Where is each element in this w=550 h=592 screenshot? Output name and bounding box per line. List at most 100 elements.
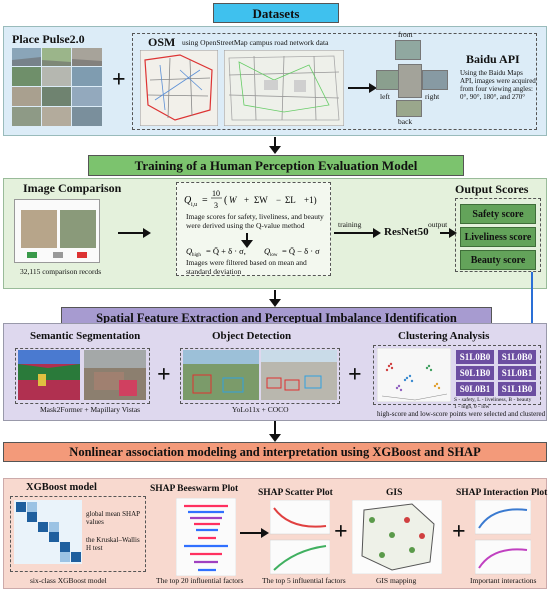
baidu-description: Using the Baidu Maps API, images were ac… bbox=[460, 69, 536, 102]
view-right-image bbox=[422, 70, 448, 90]
segmentation-box bbox=[15, 348, 150, 404]
arrow-training bbox=[334, 228, 381, 238]
arrow-output bbox=[440, 228, 457, 238]
svg-text:Q: Q bbox=[184, 195, 192, 206]
cluster-legend-line2: 1 - high, 0 - low bbox=[454, 404, 490, 410]
svg-text:ΣL: ΣL bbox=[285, 195, 296, 205]
svg-text:= Q̄ + δ · σ,: = Q̄ + δ · σ, bbox=[206, 246, 246, 256]
resnet-label: ResNet50 bbox=[384, 226, 429, 238]
plus-sign: + bbox=[112, 67, 126, 93]
q-value-description: Image scores for safety, liveliness, and… bbox=[186, 212, 324, 230]
detection-image-right bbox=[261, 350, 337, 400]
beeswarm-plot bbox=[176, 498, 236, 576]
training-label: training bbox=[338, 220, 362, 229]
detection-image-left bbox=[183, 350, 259, 400]
svg-text:(: ( bbox=[224, 195, 228, 206]
cluster-code: S1L0B1 bbox=[498, 366, 536, 380]
osm-title: OSM bbox=[148, 35, 176, 49]
image-comparison-title: Image Comparison bbox=[23, 181, 122, 195]
safety-score: Safety score bbox=[460, 204, 536, 224]
object-detection-title: Object Detection bbox=[212, 330, 292, 342]
xgb-banner: Nonlinear association modeling and inter… bbox=[3, 442, 547, 462]
arrow-comparison-to-formula bbox=[118, 228, 151, 238]
cluster-code: S1L1B0 bbox=[498, 382, 536, 396]
beeswarm-caption: The top 20 influential factors bbox=[156, 576, 244, 585]
detection-caption: YoLo11x + COCO bbox=[232, 405, 289, 414]
svg-text:ΣW: ΣW bbox=[254, 195, 268, 205]
svg-text:=: = bbox=[202, 195, 208, 206]
segmentation-image-left bbox=[18, 350, 80, 400]
right-choice-button[interactable] bbox=[77, 252, 87, 258]
interaction-title: SHAP Interaction Plot bbox=[456, 488, 548, 498]
osm-map-left bbox=[140, 50, 218, 126]
place-pulse-title: Place Pulse2.0 bbox=[12, 32, 85, 46]
svg-text:−: − bbox=[276, 195, 281, 205]
arrow-training-to-spatial bbox=[269, 290, 281, 307]
output-scores-box bbox=[455, 198, 541, 272]
arrow-q-to-filter bbox=[241, 233, 253, 248]
scatter-caption: The top 5 influential factors bbox=[262, 576, 346, 585]
comparison-records: 32,115 comparison records bbox=[20, 267, 102, 276]
q-value-formula: Q i,u = 10 3 ( W + ΣW − ΣL +1) bbox=[184, 189, 317, 210]
arrow-datasets-to-training bbox=[269, 137, 281, 154]
scatter-title: SHAP Scatter Plot bbox=[258, 488, 333, 498]
svg-text:high: high bbox=[192, 253, 201, 258]
plus-sign: + bbox=[157, 362, 171, 388]
xgboost-caption: six-class XGBoost model bbox=[30, 576, 107, 585]
arrow-beeswarm-to-scatter bbox=[240, 528, 269, 538]
cluster-legend-line1: S - safety, L - liveliness, B - beauty bbox=[454, 397, 532, 403]
plus-sign: + bbox=[452, 519, 466, 545]
view-back-image bbox=[396, 100, 422, 117]
view-center-image bbox=[398, 64, 422, 98]
arrow-spatial-to-xgb bbox=[269, 421, 281, 442]
svg-text:3: 3 bbox=[214, 201, 218, 210]
comparison-image-left bbox=[21, 210, 57, 248]
svg-text:low: low bbox=[270, 253, 278, 258]
clustering-3d-scatter bbox=[377, 348, 451, 402]
detection-box bbox=[180, 348, 340, 404]
comparison-image-right bbox=[60, 210, 96, 248]
place-pulse-photos bbox=[12, 48, 102, 126]
left-choice-button[interactable] bbox=[27, 252, 37, 258]
confusion-matrix bbox=[14, 500, 82, 564]
plus-sign: + bbox=[334, 519, 348, 545]
cluster-code: S0L0B1 bbox=[456, 382, 494, 396]
gis-map bbox=[352, 500, 442, 574]
qvalue-box bbox=[176, 182, 331, 276]
svg-text:Q: Q bbox=[186, 246, 192, 256]
shap-scatter-plot bbox=[270, 500, 330, 575]
cluster-code: S1L0B0 bbox=[498, 350, 536, 364]
training-banner: Training of a Human Perception Evaluatio… bbox=[88, 155, 464, 176]
view-front-image bbox=[395, 40, 421, 60]
output-scores-title: Output Scores bbox=[455, 182, 529, 196]
xgboost-model-title: XGBoost model bbox=[26, 482, 97, 493]
svg-text:+1): +1) bbox=[304, 195, 317, 205]
view-left-image bbox=[376, 70, 400, 90]
shap-values-label: global mean SHAP values bbox=[86, 510, 140, 527]
clustering-title: Clustering Analysis bbox=[398, 330, 490, 342]
semantic-segmentation-title: Semantic Segmentation bbox=[30, 330, 141, 342]
clustering-caption: high-score and low-score points were sel… bbox=[377, 410, 546, 418]
svg-text:Q: Q bbox=[264, 246, 270, 256]
equal-choice-button[interactable] bbox=[53, 252, 63, 258]
beeswarm-title: SHAP Beeswarm Plot bbox=[150, 484, 239, 494]
view-right-label: right bbox=[425, 92, 440, 101]
arrow-osm-to-views bbox=[348, 83, 377, 93]
gis-title: GIS bbox=[386, 488, 403, 498]
comparison-ui-mock bbox=[14, 199, 100, 263]
gis-caption: GIS mapping bbox=[376, 576, 417, 585]
view-front-label: front bbox=[398, 30, 413, 39]
svg-text:i,u: i,u bbox=[191, 202, 197, 208]
cluster-code: S0L1B0 bbox=[456, 366, 494, 380]
view-back-label: back bbox=[398, 117, 413, 126]
svg-text:= Q̄ − δ · σ: = Q̄ − δ · σ bbox=[282, 246, 320, 256]
kruskal-label: the Kruskal–Wallis H test bbox=[86, 536, 140, 553]
svg-text:W: W bbox=[229, 195, 238, 205]
svg-text:10: 10 bbox=[212, 189, 220, 198]
place-pulse-grid bbox=[12, 48, 102, 126]
baidu-title: Baidu API bbox=[466, 52, 520, 66]
shap-interaction-plot bbox=[475, 500, 531, 575]
interaction-caption: Important interactions bbox=[470, 576, 537, 585]
osm-map-right bbox=[224, 50, 344, 126]
segmentation-caption: Mask2Former + Mapillary Vistas bbox=[40, 405, 141, 414]
